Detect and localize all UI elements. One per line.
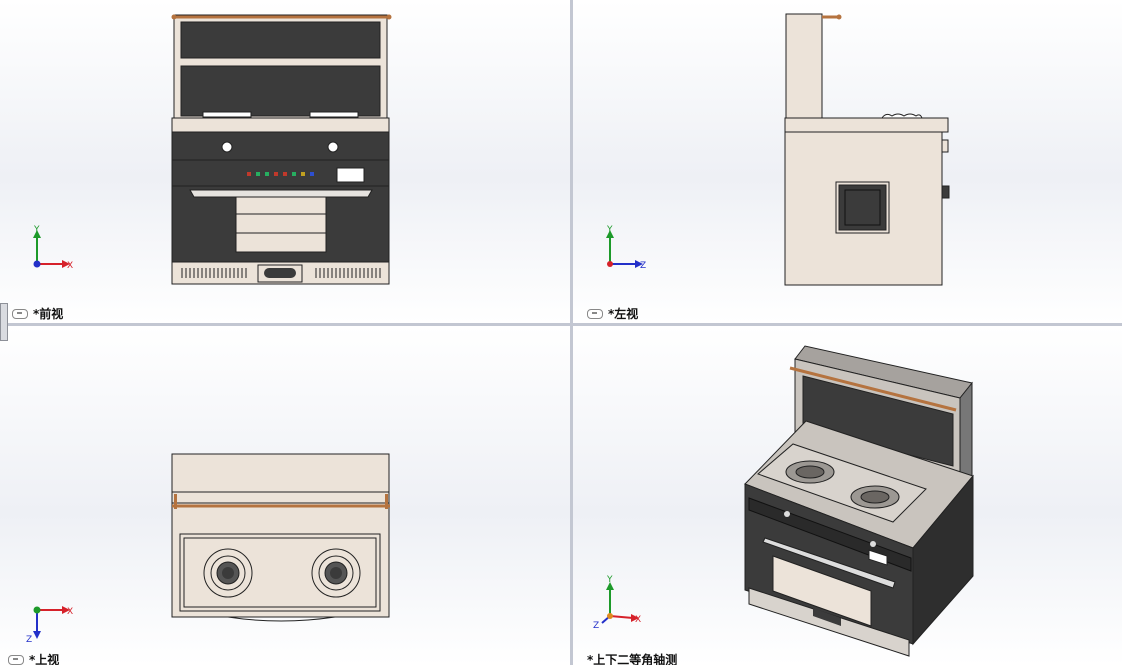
viewport-top[interactable]: X Z *上视 (0, 326, 570, 665)
indicator-lights (247, 172, 314, 176)
iso-view-model: Y X Z (593, 345, 974, 657)
axis-label-z: Z (640, 261, 646, 271)
towel-rail (789, 366, 957, 412)
axis-label-y: Y (33, 225, 40, 235)
link-views-icon[interactable] (8, 654, 24, 665)
axis-label-x: X (67, 261, 73, 271)
viewport-iso[interactable]: Y X Z *上下二等角轴测 (573, 326, 1122, 665)
axis-triad-iso (601, 582, 639, 624)
axis-label-x: X (635, 615, 641, 625)
left-view-model: Y Z (606, 13, 950, 286)
viewport-left[interactable]: Y Z *左视 (573, 0, 1122, 323)
burner-left (203, 548, 253, 598)
axis-triad-left (606, 230, 643, 268)
viewport-top-title: *上视 (29, 653, 60, 665)
viewport-left-title: *左视 (608, 307, 639, 321)
axis-label-z: Z (26, 635, 32, 645)
viewport-splitter-horizontal[interactable] (0, 323, 1122, 326)
viewport-label-front: *前视 (12, 305, 63, 322)
viewport-splitter-handle[interactable] (0, 303, 8, 341)
axis-triad-top (33, 606, 70, 639)
viewport-label-iso: *上下二等角轴测 (587, 651, 677, 665)
front-view-model: Y X (33, 14, 392, 285)
burner-right (311, 548, 361, 598)
axis-label-z: Z (593, 621, 599, 631)
top-view-model: X Z (26, 453, 390, 645)
viewport-front[interactable]: Y X *前视 (0, 0, 570, 323)
display-screen (336, 167, 365, 183)
viewport-label-top: *上视 (8, 651, 59, 665)
viewport-splitter-vertical[interactable] (570, 0, 573, 665)
axis-label-y: Y (606, 575, 613, 585)
viewport-iso-title: *上下二等角轴测 (587, 653, 678, 665)
axis-label-x: X (67, 607, 73, 617)
axis-label-y: Y (606, 225, 613, 235)
viewport-front-title: *前视 (33, 307, 64, 321)
axis-triad-front (33, 230, 70, 268)
viewport-label-left: *左视 (587, 305, 638, 322)
link-views-icon[interactable] (587, 308, 603, 319)
link-views-icon[interactable] (12, 308, 28, 319)
